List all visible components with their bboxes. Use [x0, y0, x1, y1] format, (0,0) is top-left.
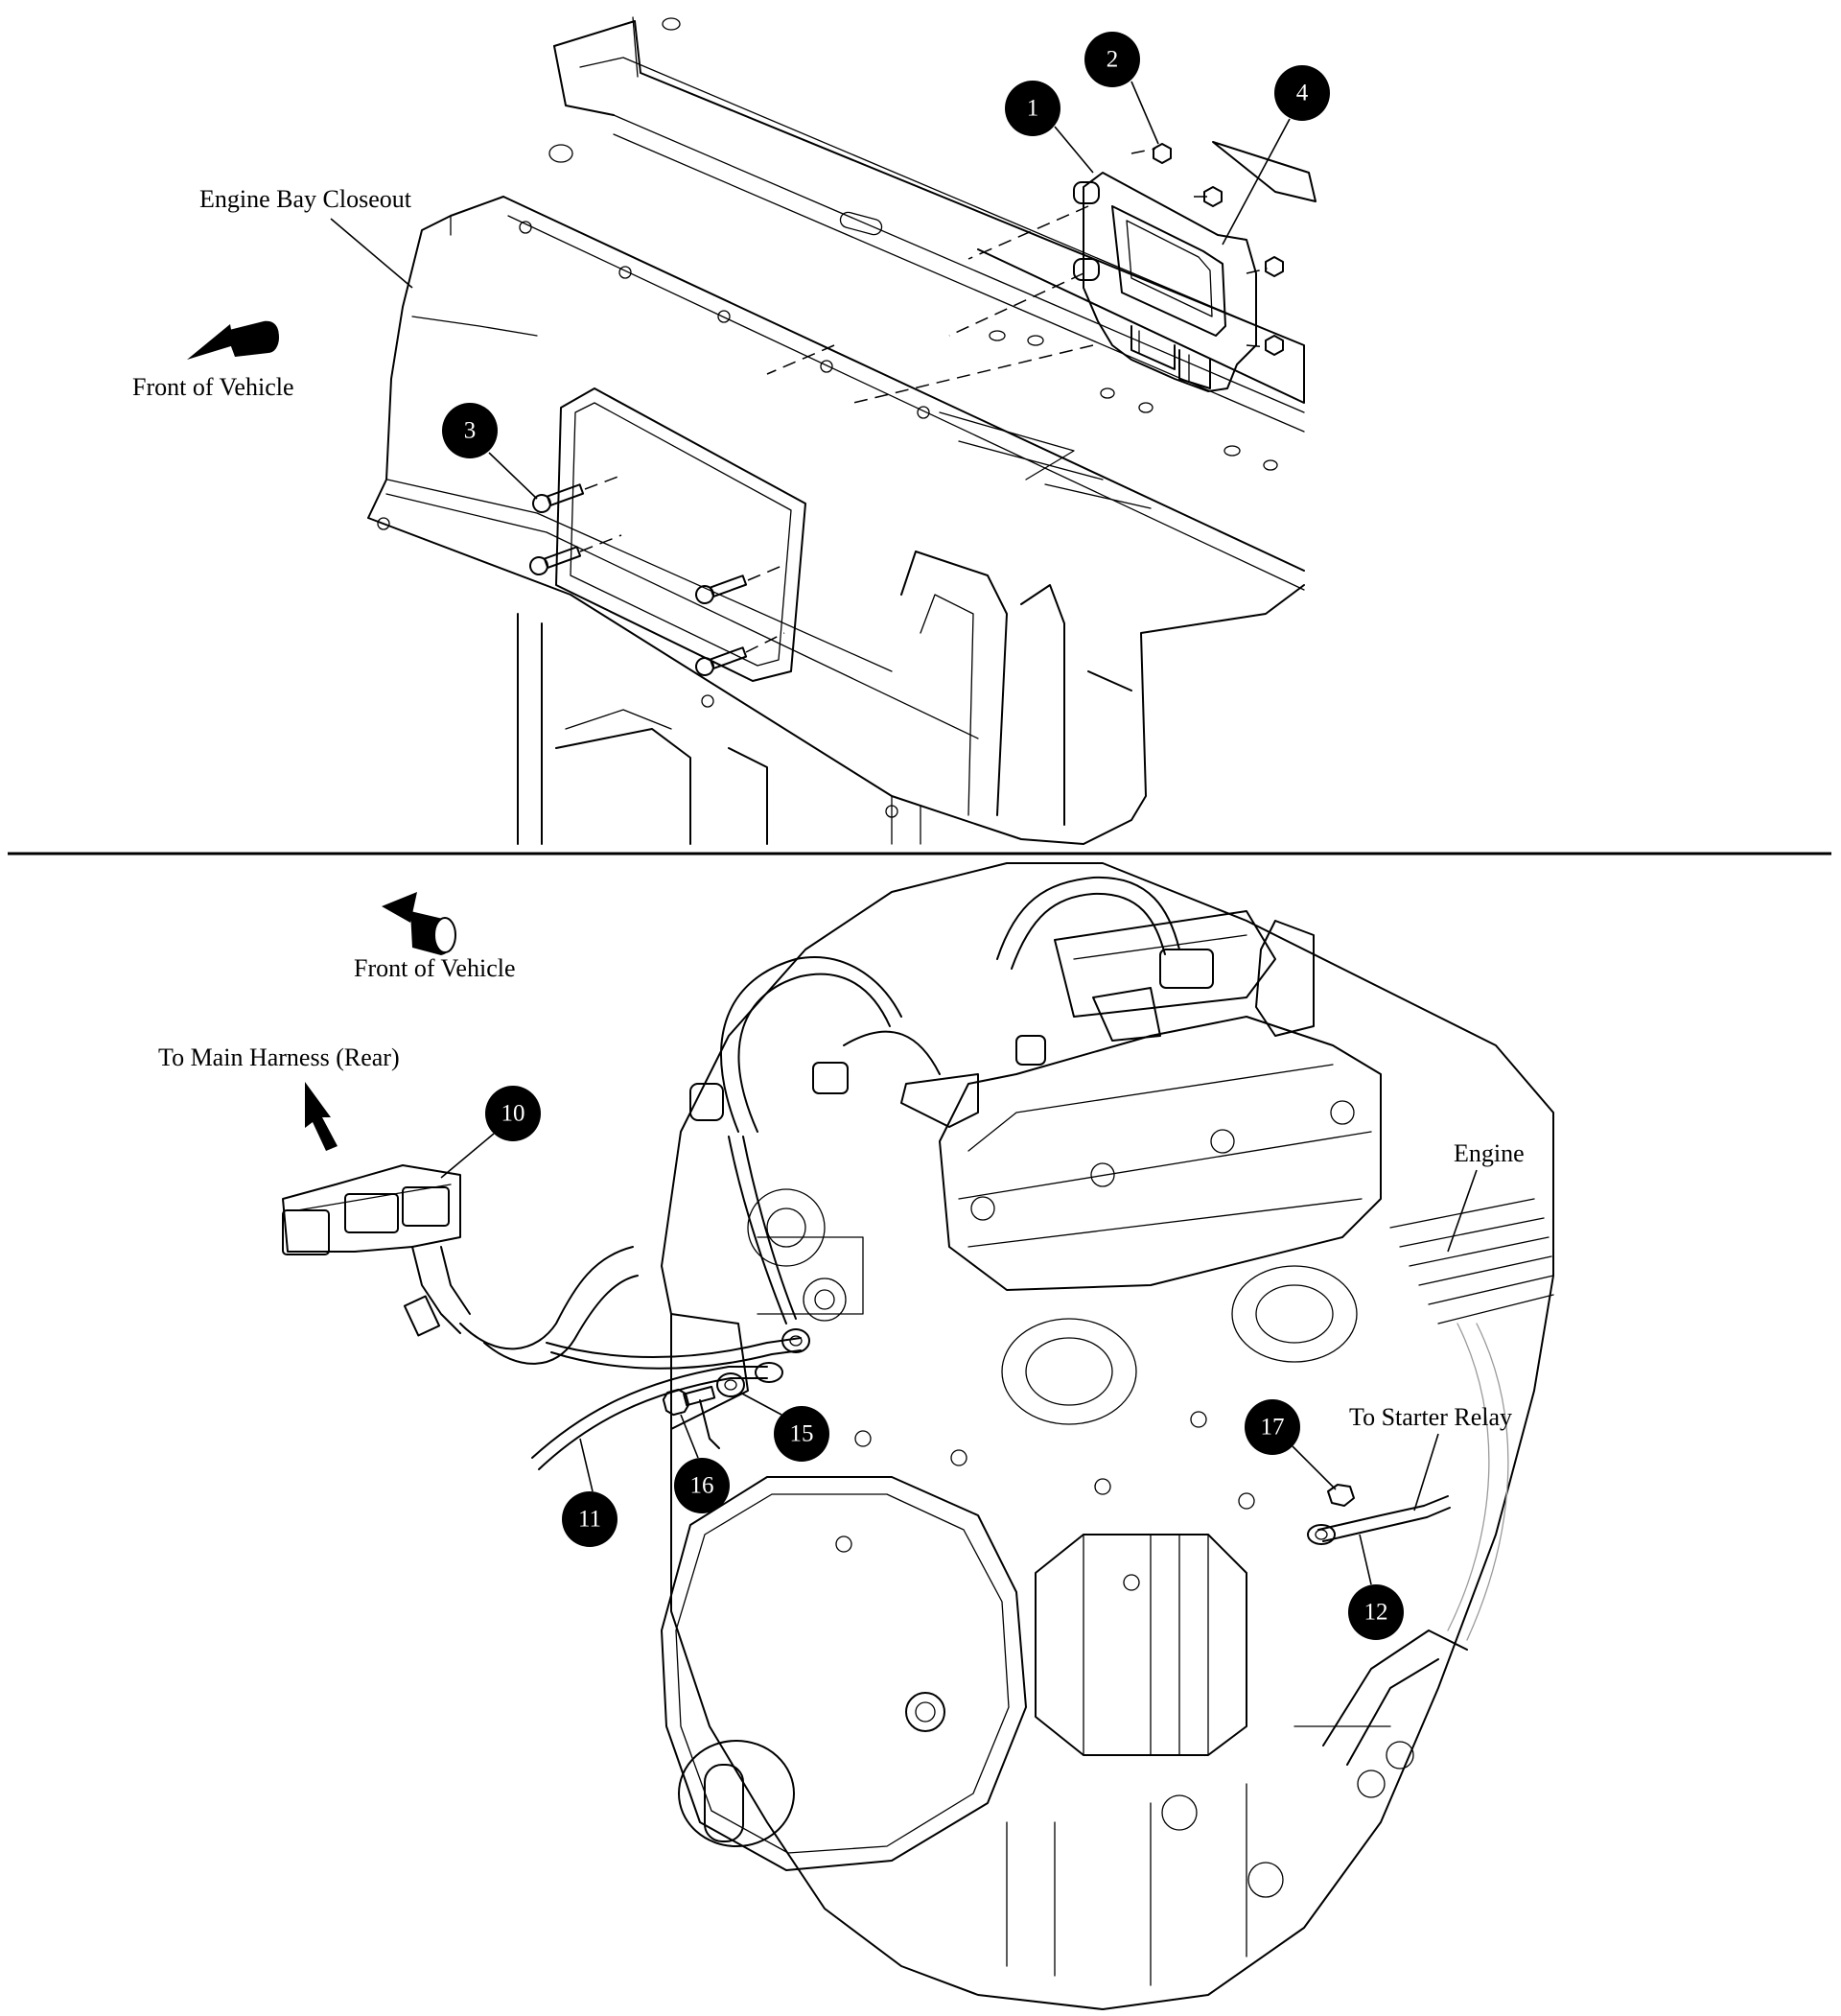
- callout-1: 1: [1005, 81, 1094, 174]
- callout-4: 4: [1222, 65, 1330, 246]
- ecu-module: [1073, 172, 1257, 392]
- svg-text:17: 17: [1261, 1415, 1285, 1441]
- to-starter-relay-label: To Starter Relay: [1349, 1403, 1512, 1431]
- svg-text:15: 15: [790, 1421, 814, 1447]
- mounting-bolts: [529, 474, 787, 676]
- main-harness-connector: [282, 1164, 802, 1370]
- engine-block: [661, 862, 1554, 2010]
- engine-bay-closeout-panel: [367, 196, 1305, 845]
- engine-bay-closeout-label: Engine Bay Closeout: [199, 185, 412, 213]
- front-of-vehicle-label-top: Front of Vehicle: [132, 373, 294, 401]
- bottom-view: Front of Vehicle To Main Harness (Rear) …: [158, 862, 1554, 2010]
- svg-text:4: 4: [1296, 81, 1309, 106]
- starter-relay-cable: [1307, 1484, 1451, 1545]
- to-main-harness-label: To Main Harness (Rear): [158, 1043, 400, 1071]
- svg-text:3: 3: [464, 418, 477, 444]
- ground-hardware: [662, 1328, 810, 1449]
- callout-2: 2: [1084, 32, 1159, 145]
- svg-text:12: 12: [1364, 1600, 1388, 1626]
- direction-arrow-icon: [382, 892, 456, 955]
- engine-label: Engine: [1454, 1139, 1525, 1167]
- top-view: Engine Bay Closeout Front of Vehicle 1 2…: [132, 16, 1330, 845]
- callout-16: 16: [674, 1414, 730, 1513]
- ground-cable-11: [531, 1362, 783, 1470]
- direction-arrow-icon: [187, 320, 279, 360]
- frame-cross-member: [548, 16, 1305, 509]
- top-assembly-lines: [766, 148, 1269, 404]
- up-arrow-icon: [305, 1082, 338, 1151]
- svg-text:16: 16: [690, 1473, 714, 1499]
- callout-12: 12: [1348, 1534, 1404, 1640]
- engine-wire-harness: [689, 876, 1214, 1324]
- engine-bay-closeout-leader: [330, 218, 413, 289]
- callout-3: 3: [442, 403, 538, 500]
- engine-leader: [1447, 1169, 1478, 1253]
- svg-text:2: 2: [1107, 47, 1119, 73]
- ecu-nuts: [1153, 143, 1284, 356]
- svg-text:1: 1: [1027, 96, 1039, 122]
- ecu-gasket: [1212, 141, 1317, 202]
- front-of-vehicle-label-bottom: Front of Vehicle: [354, 954, 516, 982]
- callout-15: 15: [739, 1392, 829, 1462]
- to-starter-relay-leader: [1413, 1433, 1439, 1512]
- svg-text:11: 11: [578, 1507, 601, 1533]
- svg-text:10: 10: [501, 1101, 525, 1127]
- callout-10: 10: [440, 1086, 541, 1179]
- callout-11: 11: [562, 1438, 618, 1547]
- callout-17: 17: [1245, 1399, 1337, 1490]
